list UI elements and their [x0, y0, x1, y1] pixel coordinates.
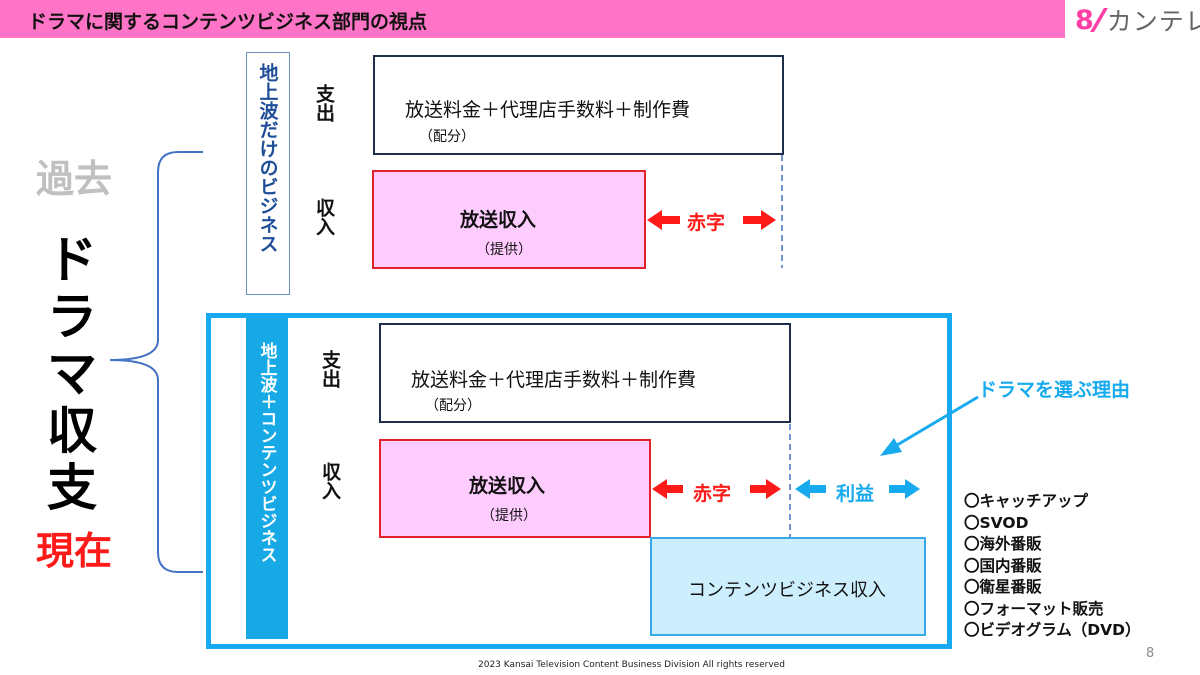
current-deficit-label: 赤字 — [693, 483, 732, 505]
current-income-label: 収入 — [319, 462, 341, 500]
callout-label: ドラマを選ぶ理由 — [978, 379, 1131, 401]
footer-copyright: 2023 Kansai Television Content Business … — [478, 660, 785, 670]
bracket-brace — [109, 151, 203, 573]
past-income-sub: （提供） — [476, 242, 532, 258]
past-deficit-arrow-right-icon — [743, 210, 776, 230]
profit-arrow-right-icon — [889, 479, 920, 499]
callout-arrow-icon — [880, 395, 979, 456]
header-bar: ドラマに関するコンテンツビジネス部門の視点 — [0, 0, 1065, 38]
current-expense-sub: （配分） — [425, 398, 481, 414]
current-deficit-arrow-left-icon — [652, 479, 683, 499]
past-income-label: 収入 — [313, 198, 335, 236]
past-income-text: 放送収入 — [460, 209, 537, 231]
content-income-text: コンテンツビジネス収入 — [688, 580, 886, 601]
page-number: 8 — [1146, 646, 1155, 661]
past-expense-box: 放送料金＋代理店手数料＋制作費 （配分） — [373, 55, 784, 155]
list-item: 〇ビデオグラム（DVD） — [964, 621, 1141, 639]
past-income-box: 放送収入 （提供） — [372, 170, 646, 269]
logo-text: カンテレ — [1106, 7, 1200, 36]
label-drama-revenue: ドラマ収支 — [47, 231, 97, 517]
list-item: 〇キャッチアップ — [964, 492, 1089, 510]
current-expense-box: 放送料金＋代理店手数料＋制作費 （配分） — [379, 323, 791, 423]
label-past: 過去 — [36, 157, 113, 201]
list-item: 〇国内番販 — [964, 556, 1042, 575]
profit-arrow-left-icon — [795, 479, 826, 499]
current-income-text: 放送収入 — [469, 475, 546, 497]
current-deficit-arrow-right-icon — [750, 479, 781, 499]
current-expense-text: 放送料金＋代理店手数料＋制作費 — [411, 369, 697, 391]
current-income-box: 放送収入 （提供） — [379, 439, 651, 538]
content-business-income-box: コンテンツビジネス収入 — [650, 537, 926, 636]
current-business-frame — [206, 313, 952, 649]
current-business-label: 地上波＋コンテンツビジネス — [246, 318, 288, 639]
slide-title: ドラマに関するコンテンツビジネス部門の視点 — [28, 11, 428, 33]
logo-mark: 8 — [1075, 4, 1094, 36]
profit-label: 利益 — [836, 483, 875, 505]
past-expense-label: 支出 — [313, 84, 335, 122]
list-item: 〇海外番販 — [964, 535, 1042, 553]
current-expense-label: 支出 — [319, 350, 341, 388]
past-business-label: 地上波だけのビジネス — [246, 52, 290, 295]
list-item: 〇フォーマット販売 — [964, 599, 1104, 618]
label-now: 現在 — [36, 529, 113, 573]
past-expense-text: 放送料金＋代理店手数料＋制作費 — [405, 99, 691, 121]
past-deficit-label: 赤字 — [687, 212, 726, 234]
content-services-list: 〇キャッチアップ 〇SVOD 〇海外番販 〇国内番販 〇衛星番販 〇フォーマット… — [964, 491, 1140, 642]
list-item: 〇衛星番販 — [964, 578, 1042, 596]
current-income-sub: （提供） — [481, 508, 537, 524]
past-deficit-arrow-left-icon — [647, 210, 680, 230]
list-item: 〇SVOD — [964, 513, 1029, 532]
kantele-logo: 8 カンテレ — [1075, 2, 1200, 38]
past-expense-sub: （配分） — [419, 129, 475, 145]
